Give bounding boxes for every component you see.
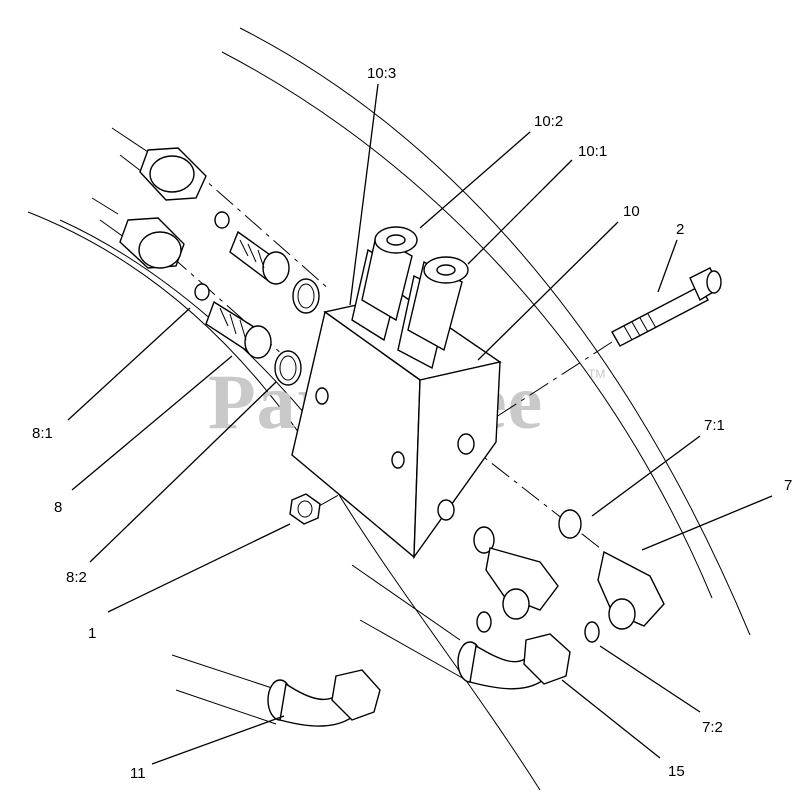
- nut: [289, 493, 321, 525]
- callout-8: 8: [54, 499, 62, 516]
- hose-lines: [91, 127, 467, 725]
- callout-10-3: 10:3: [367, 65, 396, 82]
- bolt: [611, 267, 722, 347]
- cartridge-valve-10-1: [397, 256, 469, 370]
- left-fittings: [119, 147, 320, 386]
- callout-10-2: 10:2: [534, 113, 563, 130]
- callout-8-1: 8:1: [32, 425, 53, 442]
- callout-7: 7: [784, 477, 792, 494]
- hose-end-11: [267, 669, 381, 727]
- callout-10-1: 10:1: [578, 143, 607, 160]
- callout-10: 10: [623, 203, 640, 220]
- cartridge-valve-10-2: [351, 226, 418, 342]
- callout-7-2: 7:2: [702, 719, 723, 736]
- callout-2: 2: [676, 221, 684, 238]
- hose-end-15: [457, 633, 571, 690]
- valve-manifold-block: [291, 294, 502, 560]
- callout-1: 1: [88, 625, 96, 642]
- callout-labels: 10:3 10:2 10:1 10 2 8:1 8 8:2 1 7:1 7 7:…: [32, 65, 792, 782]
- callout-11: 11: [130, 765, 146, 782]
- callout-8-2: 8:2: [66, 569, 87, 586]
- right-fittings: [473, 509, 665, 643]
- callout-15: 15: [668, 763, 685, 780]
- leader-lines: [67, 83, 773, 765]
- watermark-trademark: TM: [588, 367, 605, 381]
- callout-7-1: 7:1: [704, 417, 725, 434]
